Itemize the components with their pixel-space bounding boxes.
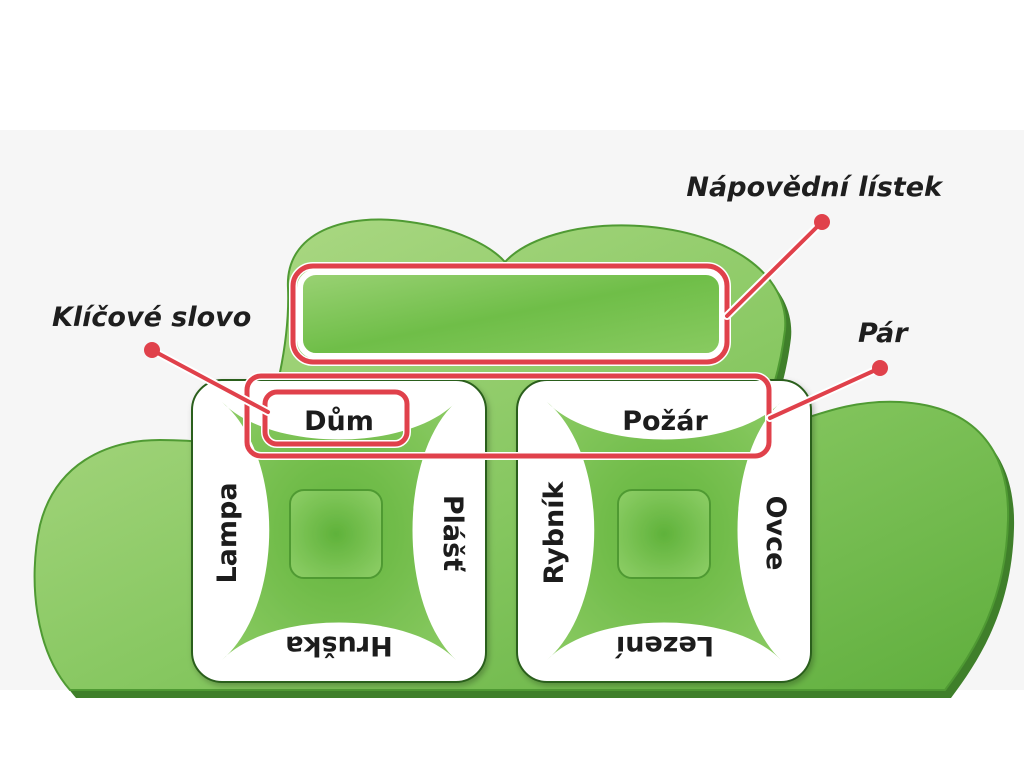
- hint-card-leader: [725, 220, 824, 318]
- card-1-right-word: Plášť: [437, 495, 468, 572]
- hint-card-dot: [814, 214, 830, 230]
- card-1-center-square: [289, 489, 383, 579]
- card-1-bottom-word: Hruška: [285, 630, 392, 661]
- pair-label: Pár: [858, 318, 909, 349]
- card-2-bottom-word: Lezení: [614, 630, 714, 661]
- card-2-keyword: Požár: [622, 406, 708, 437]
- callout-leaders: [144, 214, 888, 422]
- hint-card-slot: [297, 269, 725, 359]
- hint-card-label: Nápovědní lístek: [686, 172, 944, 203]
- card-2-left-word: Rybník: [539, 480, 570, 584]
- keyword-dot: [144, 342, 160, 358]
- keyword-leader: [150, 348, 270, 414]
- pair-dot: [872, 360, 888, 376]
- callout-highlights: [243, 262, 773, 460]
- card-1-left-word: Lampa: [212, 482, 243, 583]
- word-card-1: Dům Lampa Plášť Hruška: [191, 379, 487, 683]
- pair-leader: [768, 366, 882, 420]
- keyword-highlight: [262, 389, 410, 447]
- card-2-right-word: Ovce: [760, 496, 791, 571]
- card-2-center-square: [617, 489, 711, 579]
- card-1-keyword: Dům: [304, 406, 374, 437]
- keyword-label: Klíčové slovo: [52, 302, 251, 333]
